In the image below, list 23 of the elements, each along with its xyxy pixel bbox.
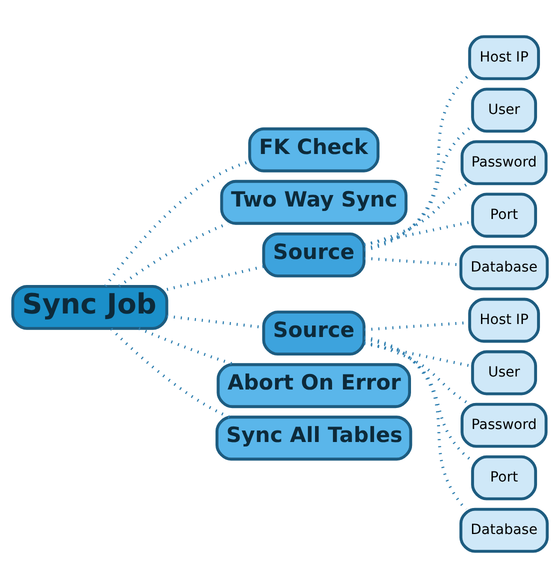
connector [364, 182, 468, 247]
connector [364, 321, 470, 332]
node-box: Two Way Sync [220, 180, 408, 225]
connector [364, 336, 468, 510]
node-box: Abort On Error [216, 363, 411, 408]
node-box: User [471, 88, 538, 133]
node-box: Password [460, 402, 548, 448]
node-box: User [471, 350, 538, 396]
node-box: Source [262, 232, 366, 278]
connector [166, 265, 264, 291]
node-box: Host IP [468, 35, 540, 80]
node-box: Source [262, 310, 366, 356]
node-box: FK Check [248, 127, 380, 172]
node-box: Port [471, 192, 538, 238]
connector [110, 328, 230, 418]
node-box: Password [460, 140, 548, 186]
node-box: Sync All Tables [216, 416, 412, 461]
node-box: Port [471, 455, 538, 500]
connector [364, 74, 470, 252]
node-box: Sync Job [11, 284, 168, 330]
node-box: Database [459, 245, 549, 290]
node-box: Host IP [468, 298, 540, 343]
node-box: Database [459, 508, 549, 553]
